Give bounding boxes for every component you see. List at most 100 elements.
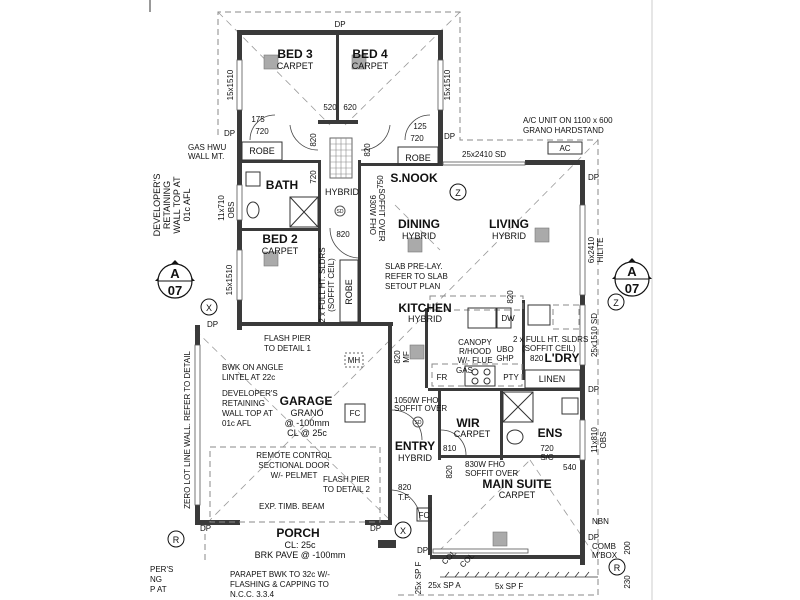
window-label: OBS (599, 432, 608, 449)
dimension: 820 (530, 354, 544, 363)
dev-wall-note: NG (150, 575, 162, 584)
dimension: 230 (623, 575, 632, 589)
nbn-label: NBN (592, 517, 609, 526)
floor-living: HYBRID (492, 231, 527, 241)
fc-box-garage (344, 403, 366, 423)
fho-note: SOFFIT OVER (465, 469, 518, 478)
slab-note: SLAB PRE-LAY. (385, 262, 443, 271)
elevation-markers: X X Z Z R R (167, 183, 626, 576)
dp-label: DP (417, 546, 428, 555)
floor-hall: HYBRID (325, 187, 360, 197)
dimension: 200 (623, 541, 632, 555)
fho-note: SOFFIT OVER (377, 188, 386, 241)
garage-door-note: REMOTE CONTROL (256, 451, 332, 460)
linen-grid (329, 137, 353, 179)
floor-bed4: CARPET (352, 61, 389, 71)
window-label: 25x2410 SD (462, 150, 506, 159)
sliders-note: 2 x FULL HT. SLDRS (318, 247, 327, 322)
dev-wall-note: P AT (150, 585, 167, 594)
mailbox-label: COMB (592, 542, 616, 551)
mf-label: MF (402, 351, 411, 363)
sliders-note: (SOFFIT CEIL) (327, 258, 336, 312)
window-label: 25x1510 SD (590, 313, 599, 357)
room-ens: ENS (538, 426, 563, 440)
manhole-label: MH (348, 356, 361, 365)
bwk-angle-note: LINTEL AT 22c (222, 373, 275, 382)
dev-wall-note: RETAINING (162, 181, 172, 229)
smoke-detector-icon (334, 205, 346, 217)
dp-label: DP (224, 129, 235, 138)
ac-note: GRANO HARDSTAND (523, 126, 604, 135)
tf-label: T.F. (398, 493, 410, 502)
garage-door-note: W/- PELMET (271, 471, 318, 480)
smoke-detector-icon (412, 416, 424, 428)
section-sheet: 07 (625, 281, 639, 296)
marker-z: Z (455, 188, 461, 198)
marker-x: X (400, 526, 406, 536)
canopy-note: R/HOOD (459, 347, 491, 356)
parapet-note: FLASHING & CAPPING TO (230, 580, 329, 589)
room-bed2: BED 2 (262, 232, 298, 246)
marker-z: Z (613, 298, 619, 308)
room-dining: DINING (398, 217, 440, 231)
smoke-detector-label: SD (415, 420, 422, 426)
flash-pier-note: FLASH PIER (323, 475, 370, 484)
room-bed4: BED 4 (352, 47, 388, 61)
dimension: 620 (343, 103, 357, 112)
dimension: 750 (376, 175, 385, 189)
sectional-door-outline (209, 446, 381, 523)
dimension: 125 (413, 122, 427, 131)
dev-wall-note: WALL TOP AT (222, 409, 273, 418)
vent-icons (263, 54, 550, 547)
gas-hwu-label: GAS HWU (188, 143, 226, 152)
window-label: 15x1510 (443, 69, 452, 100)
bwk-angle-note: BWK ON ANGLE (222, 363, 283, 372)
dimension: 720 (309, 170, 318, 184)
ac-note: A/C UNIT ON 1100 x 600 (523, 116, 613, 125)
floor-main-suite: CARPET (499, 490, 536, 500)
room-entry: ENTRY (395, 439, 435, 453)
floor-kitchen: HYBRID (408, 314, 443, 324)
parapet-note: N.C.C. 3.3.4 (230, 590, 275, 599)
room-garage: GARAGE (280, 394, 333, 408)
room-labels: BED 3 CARPET BED 4 CARPET BATH HYBRID BE… (249, 47, 579, 560)
footpath-hatch (440, 571, 598, 578)
section-letter: A (627, 264, 637, 279)
garage-level: @ -100mm (285, 418, 330, 428)
sc-label: S/C (540, 453, 554, 462)
marker-r: R (173, 535, 180, 545)
flash-pier-note: TO DETAIL 2 (323, 485, 371, 494)
ubo-note: UBO (496, 345, 513, 354)
window-label: 11x710 (217, 195, 226, 221)
smoke-detector-label: SD (337, 209, 344, 215)
floor-garage: GRANO (290, 408, 323, 418)
dimension: 820 (398, 483, 412, 492)
section-marker-left: A 07 (155, 260, 195, 299)
dev-wall-note: PER'S (150, 565, 173, 574)
marker-r: R (614, 563, 621, 573)
room-kitchen: KITCHEN (398, 301, 451, 315)
room-snook: S.NOOK (390, 171, 438, 185)
dimension: 520 (323, 103, 337, 112)
parapet-note: PARAPET BWK TO 32c W/- (230, 570, 330, 579)
floor-entry: HYBRID (398, 453, 433, 463)
robe-bed3: ROBE (249, 146, 275, 156)
dp-label: DP (207, 320, 218, 329)
slab-note: SETOUT PLAN (385, 282, 441, 291)
window-label: 25x SP A (428, 581, 461, 590)
ac-unit (547, 141, 583, 155)
dimension: 820 (336, 230, 350, 239)
garage-door-note: SECTIONAL DOOR (258, 461, 329, 470)
column-label: COL (458, 551, 476, 569)
section-letter: A (170, 266, 180, 281)
dimension: 820 (363, 143, 372, 157)
floor-wir: CARPET (454, 429, 491, 439)
dev-wall-note: 01c AFL (182, 188, 192, 221)
bath-fixtures (245, 171, 579, 445)
dp-label: DP (200, 524, 211, 533)
mailbox-label: M'BOX (592, 551, 618, 560)
sliders-note: 2 x FULL HT. SLDRS (513, 335, 588, 344)
fho-note: SOFFIT OVER (394, 404, 447, 413)
dimension: 720 (540, 444, 554, 453)
dimension: 540 (563, 463, 577, 472)
